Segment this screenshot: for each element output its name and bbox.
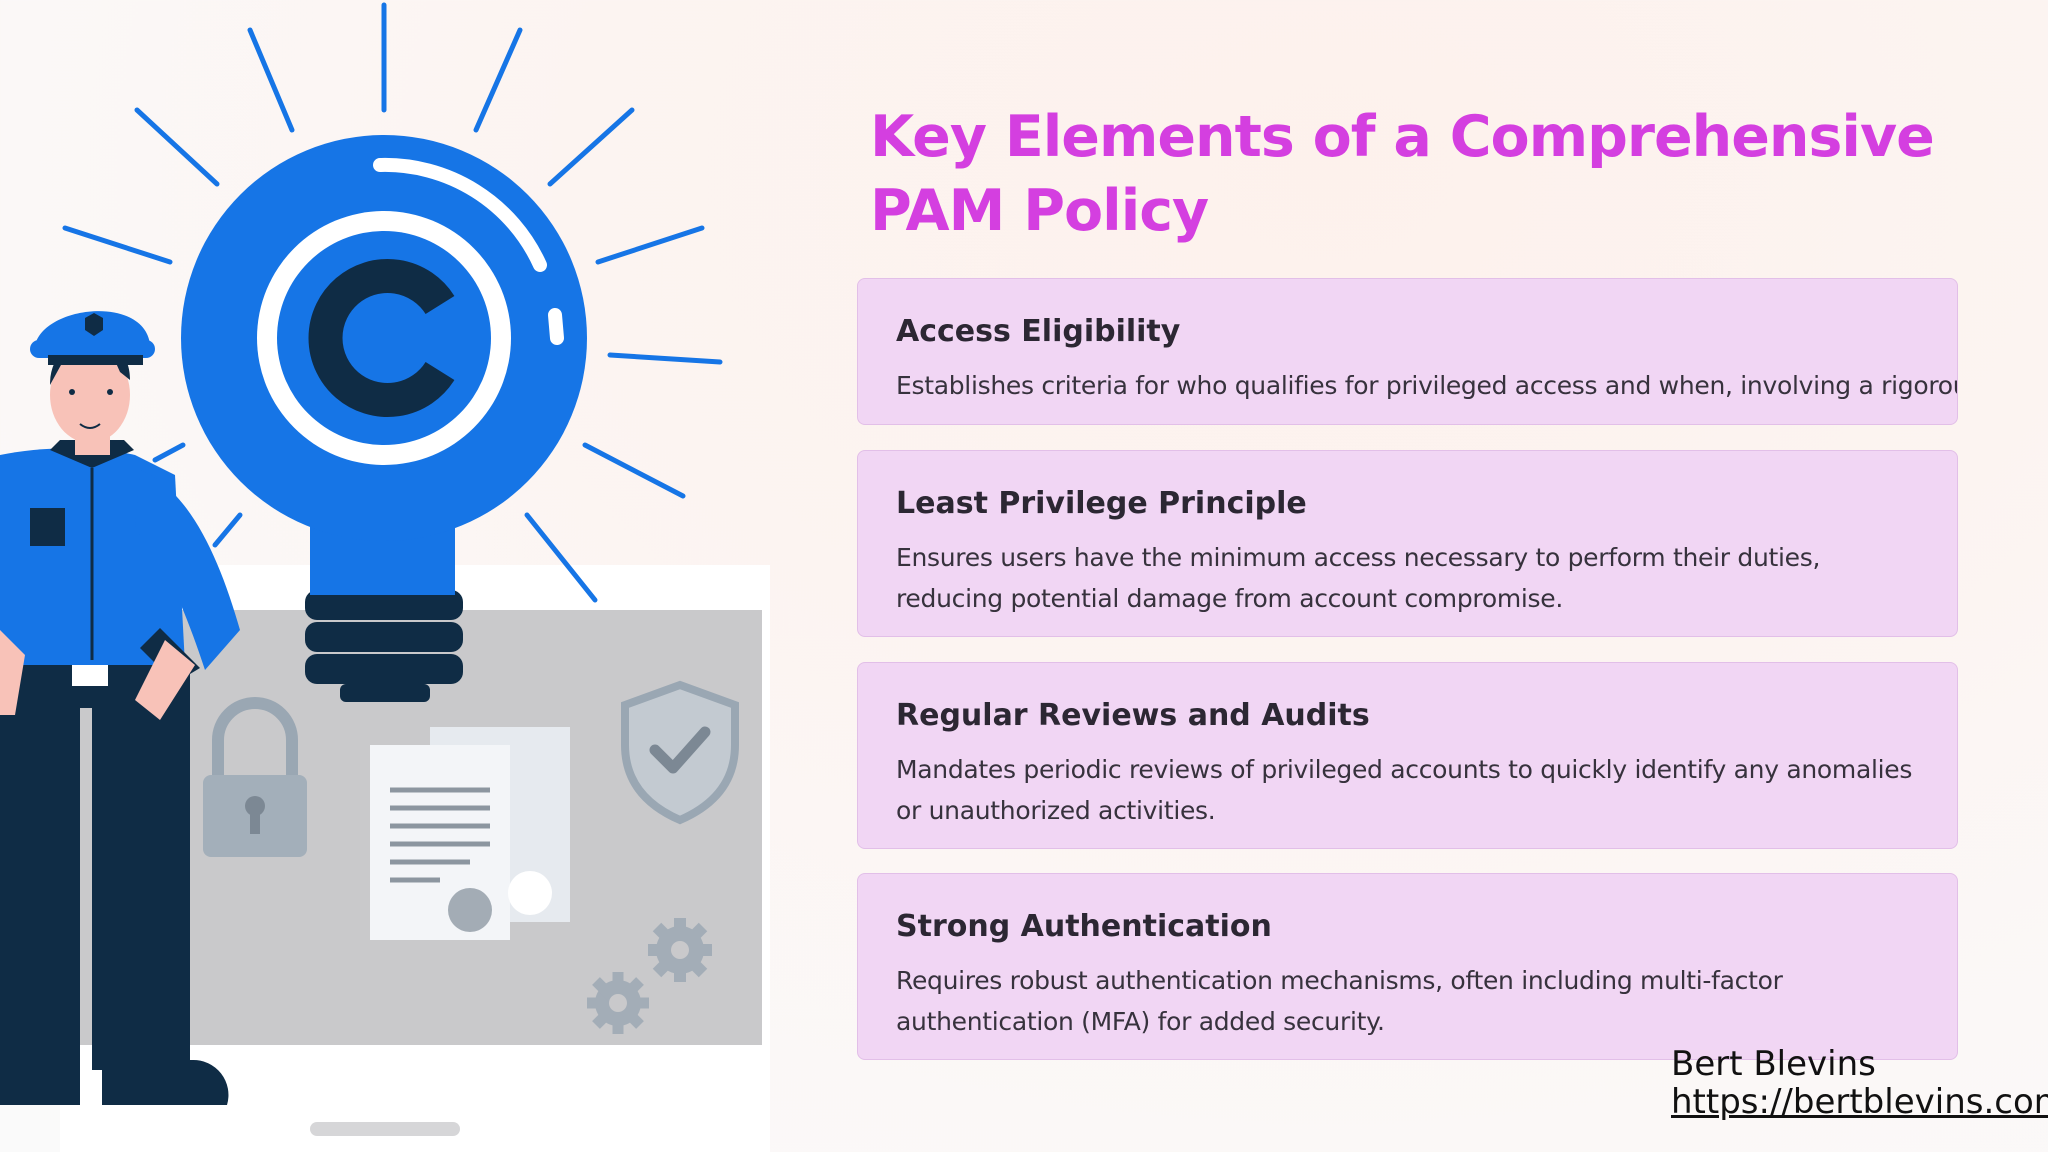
security-illustration bbox=[0, 2, 770, 1152]
card-description: Establishes criteria for who qualifies f… bbox=[896, 371, 1957, 400]
card-heading: Least Privilege Principle bbox=[896, 486, 1307, 521]
card-description: Mandates periodic reviews of privileged … bbox=[896, 755, 1913, 825]
card-heading: Access Eligibility bbox=[896, 314, 1181, 349]
page-title: Key Elements of a Comprehensive PAM Poli… bbox=[870, 104, 1935, 244]
card-heading: Regular Reviews and Audits bbox=[896, 698, 1370, 733]
documents-icon bbox=[370, 727, 570, 940]
lightbulb-copyright-icon bbox=[181, 135, 587, 702]
light-rays bbox=[62, 2, 723, 603]
card-regular-reviews: Regular Reviews and Audits Mandates peri… bbox=[857, 662, 1958, 849]
author-credit: Bert Blevins https://bertblevins.com bbox=[1671, 1045, 2048, 1121]
author-link[interactable]: https://bertblevins.com bbox=[1671, 1082, 2048, 1122]
gear-icon bbox=[587, 918, 712, 1034]
padlock-icon bbox=[203, 697, 307, 857]
card-heading: Strong Authentication bbox=[896, 909, 1272, 944]
card-access-eligibility: Access Eligibility Establishes criteria … bbox=[857, 278, 1958, 425]
shield-check-icon bbox=[621, 680, 739, 825]
card-least-privilege: Least Privilege Principle Ensures users … bbox=[857, 450, 1958, 637]
card-strong-authentication: Strong Authentication Requires robust au… bbox=[857, 873, 1958, 1060]
card-description: Requires robust authentication mechanism… bbox=[896, 966, 1783, 1036]
author-name: Bert Blevins bbox=[1671, 1044, 1876, 1084]
card-description: Ensures users have the minimum access ne… bbox=[896, 543, 1821, 613]
security-guard-figure bbox=[0, 311, 240, 1105]
